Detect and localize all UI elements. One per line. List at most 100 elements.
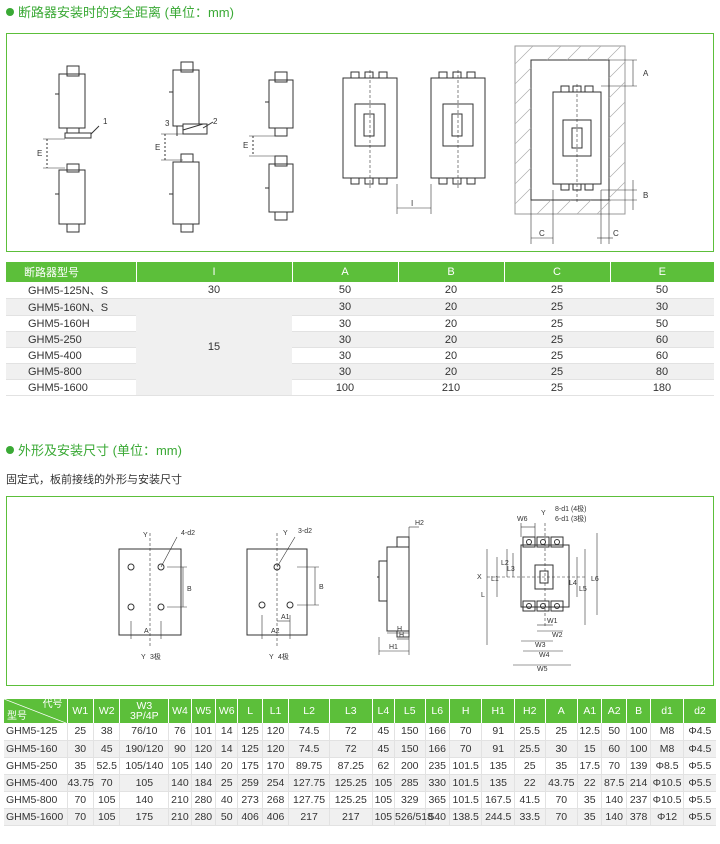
dim-b: B — [643, 191, 648, 200]
dimension-drawing: Y 4-d2 B A Y 3极 Y 3-d2 B A1 A2 Y 4极 H2 H… — [118, 504, 599, 673]
cell-value: 62 — [371, 757, 395, 775]
cell-value: 125.25 — [328, 791, 373, 809]
header-h2: H2 — [514, 699, 546, 723]
dim-e-3: E — [243, 141, 248, 150]
table-row: GHM5-800 30 20 25 80 — [6, 363, 714, 380]
cell-value: 406 — [237, 808, 263, 826]
header-w2: W2 — [92, 699, 120, 723]
cell-value: 175 — [119, 808, 169, 826]
cell-value: 210 — [168, 791, 192, 809]
cell-value: 235 — [424, 757, 450, 775]
cell-value: Φ5.5 — [682, 757, 716, 775]
cell-a: 30 — [292, 331, 398, 348]
cell-value: 70 — [544, 791, 578, 809]
cell-i: 30 — [136, 282, 292, 299]
cell-value: 17.5 — [577, 757, 602, 775]
cell-value: 25 — [544, 723, 578, 741]
cell-value: 35 — [544, 757, 578, 775]
cell-model: GHM5-800 — [4, 791, 68, 809]
cell-value: 540 — [424, 808, 450, 826]
cell-model: GHM5-250 — [6, 331, 136, 348]
cell-value: 72 — [328, 740, 373, 758]
cell-value: 244.5 — [481, 808, 515, 826]
label-a-3p: A — [144, 628, 149, 635]
cell-value: 406 — [261, 808, 289, 826]
cell-value: 72 — [328, 723, 373, 741]
section-title-safety-distance: 断路器安装时的安全距离 (单位：mm) — [6, 2, 234, 21]
cell-value: 105 — [92, 808, 120, 826]
cell-value: 101.5 — [448, 791, 482, 809]
label-w3: W3 — [535, 642, 546, 649]
cell-value: 237 — [625, 791, 651, 809]
cell-value: 217 — [288, 808, 330, 826]
cell-b: 210 — [398, 379, 504, 396]
cell-value: 35 — [66, 757, 94, 775]
cell-value: 70 — [92, 774, 120, 792]
cell-value: Φ12 — [650, 808, 684, 826]
callout-1: 1 — [103, 117, 108, 126]
cell-b: 20 — [398, 347, 504, 364]
dim-e-2: E — [155, 143, 160, 152]
cell-value: 105 — [168, 757, 192, 775]
label-h: H — [397, 626, 402, 633]
cell-value: 166 — [424, 723, 450, 741]
cell-value: 120 — [190, 740, 216, 758]
label-4-d2: 4-d2 — [181, 530, 195, 537]
cell-value: 105 — [92, 791, 120, 809]
label-l5: L5 — [579, 586, 587, 593]
cell-c: 25 — [504, 363, 610, 380]
cell-value: 100 — [625, 723, 651, 741]
cell-model: GHM5-160H — [6, 315, 136, 332]
cell-value: 50 — [215, 808, 238, 826]
cell-c: 25 — [504, 379, 610, 396]
cell-value: 280 — [190, 808, 216, 826]
cell-value: 378 — [625, 808, 651, 826]
corner-model: 型号 — [7, 711, 27, 722]
cell-value: 76/10 — [119, 723, 169, 741]
cell-a: 30 — [292, 347, 398, 364]
cell-e: 50 — [610, 315, 714, 332]
cell-value: Φ10.5 — [650, 774, 684, 792]
cell-value: 30 — [66, 740, 94, 758]
cell-b: 20 — [398, 331, 504, 348]
cell-value: M8 — [650, 740, 684, 758]
header-i: I — [135, 262, 292, 282]
header-c: C — [503, 262, 610, 282]
label-4-pole: 4极 — [278, 652, 289, 661]
cell-value: 41.5 — [514, 791, 546, 809]
cell-model: GHM5-160 — [4, 740, 68, 758]
cell-value: 91 — [481, 723, 515, 741]
cell-value: 210 — [168, 808, 192, 826]
header-w3-name: W3 — [136, 700, 153, 712]
cell-value: 45 — [371, 740, 395, 758]
label-w5: W5 — [537, 666, 548, 673]
dim-c-left: C — [539, 229, 545, 238]
header-corner: 代号 型号 — [4, 699, 68, 723]
header-w3-poles: 3P/4P — [130, 710, 159, 722]
cell-value: 90 — [168, 740, 192, 758]
label-w6: W6 — [517, 516, 528, 523]
cell-value: 140 — [601, 791, 627, 809]
cell-c: 25 — [504, 282, 610, 299]
cell-a: 30 — [292, 298, 398, 316]
cell-value: M8 — [650, 723, 684, 741]
table-row: GHM5-400 30 20 25 60 — [6, 347, 714, 364]
label-w1: W1 — [547, 618, 558, 625]
header-l3: L3 — [328, 699, 373, 723]
cell-value: 22 — [577, 774, 602, 792]
cell-value: 120 — [261, 723, 289, 741]
section-subtitle: 固定式，板前接线的外形与安装尺寸 — [6, 474, 182, 486]
cell-value: 101 — [190, 723, 216, 741]
cell-value: 20 — [215, 757, 238, 775]
cell-value: 200 — [394, 757, 426, 775]
cell-a: 30 — [292, 363, 398, 380]
cell-value: 15 — [577, 740, 602, 758]
dimension-diagram: Y 4-d2 B A Y 3极 Y 3-d2 B A1 A2 Y 4极 H2 H… — [6, 496, 714, 686]
cell-c: 25 — [504, 347, 610, 364]
cell-b: 20 — [398, 282, 504, 299]
cell-model: GHM5-800 — [6, 363, 136, 380]
cell-value: 101.5 — [448, 757, 482, 775]
table-header-row: 断路器型号 I A B C E — [6, 262, 714, 282]
